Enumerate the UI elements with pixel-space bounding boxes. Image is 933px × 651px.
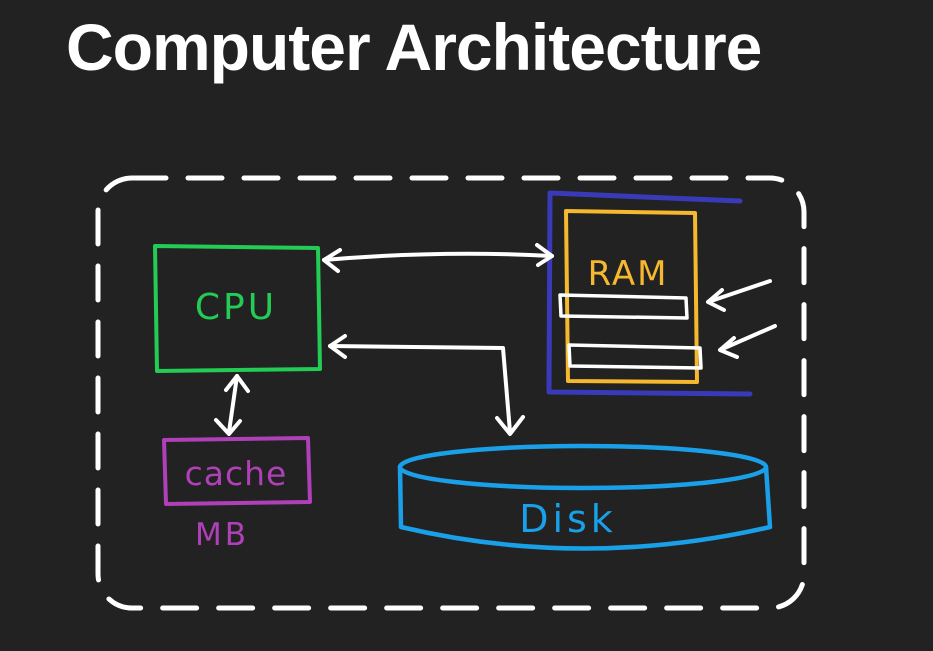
cpu-disk-arrowhead-left (328, 334, 347, 359)
ram-block: RAM (558, 209, 703, 384)
disk-label: Disk (519, 497, 617, 541)
ram-slot-1 (558, 293, 689, 320)
disk-body (397, 464, 773, 551)
cpu-cache-arrowhead-up (224, 374, 250, 393)
cpu-ram-arrowhead-left (322, 248, 342, 273)
arrow-into-slot-2 (718, 324, 777, 359)
cache-block: cache MB (162, 436, 312, 553)
cpu-cache-arrowhead-down (214, 418, 242, 436)
cache-box (162, 436, 312, 506)
ram-input-arrows (706, 279, 777, 359)
cache-size-label: MB (195, 517, 249, 553)
cpu-block: CPU (153, 244, 322, 373)
cpu-ram-arrow (322, 251, 554, 262)
disk-block: Disk (397, 443, 773, 551)
cpu-disk-arrow (328, 344, 512, 434)
cpu-label: CPU (195, 287, 277, 328)
ram-slot-2 (567, 343, 703, 370)
cpu-cache-arrow (227, 374, 239, 434)
arrow-into-slot-1 (706, 279, 772, 312)
page-title: Computer Architecture (66, 10, 762, 84)
cache-label: cache (185, 454, 288, 493)
ram-box (564, 209, 699, 384)
ram-label: RAM (588, 254, 669, 294)
connections (214, 243, 554, 436)
memory-module-outline (546, 190, 753, 397)
disk-top (397, 443, 769, 491)
cpu-ram-arrowhead-right (535, 243, 554, 267)
cpu-disk-arrowhead-down (495, 415, 525, 436)
cpu-box (153, 244, 322, 373)
system-boundary (95, 175, 807, 611)
